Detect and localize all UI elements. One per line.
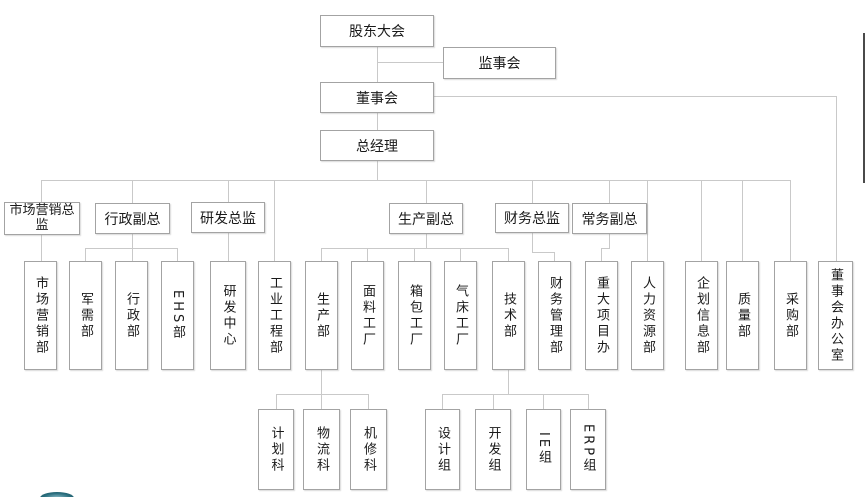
org-node-production-dept: 生产部 xyxy=(305,261,338,370)
connector-line xyxy=(85,248,86,261)
connector-line xyxy=(442,394,443,409)
org-node-ie-group: IE组 xyxy=(526,409,561,490)
connector-line xyxy=(609,234,610,248)
connector-line xyxy=(132,180,133,203)
connector-line xyxy=(442,394,588,395)
org-node-industrial-eng-dept: 工业工程部 xyxy=(258,261,291,370)
org-node-quality-dept: 质量部 xyxy=(726,261,759,370)
connector-line xyxy=(177,248,178,261)
connector-line xyxy=(493,394,494,409)
org-node-major-projects-office: 重大项目办 xyxy=(585,261,618,370)
connector-line xyxy=(85,248,177,249)
connector-line xyxy=(377,161,378,180)
org-node-airbed-factory: 气床工厂 xyxy=(444,261,477,370)
connector-line xyxy=(601,248,602,261)
org-node-ehs-dept: EHS部 xyxy=(161,261,194,370)
org-node-logistics-section: 物流科 xyxy=(303,409,340,490)
org-node-erp-group: ERP组 xyxy=(570,409,606,490)
org-node-executive-vp: 常务副总 xyxy=(572,203,647,234)
org-node-marketing-dept: 市场营销部 xyxy=(24,261,57,370)
connector-line xyxy=(543,394,544,409)
connector-line xyxy=(508,370,509,394)
connector-line xyxy=(377,47,378,82)
org-node-board-office: 董事会办公室 xyxy=(818,261,853,370)
org-node-purchasing-dept: 采购部 xyxy=(774,261,807,370)
org-node-admin-dept: 行政部 xyxy=(115,261,148,370)
connector-line xyxy=(377,62,443,63)
connector-line xyxy=(532,233,533,252)
org-node-general-manager: 总经理 xyxy=(320,130,434,161)
org-node-supervisory: 监事会 xyxy=(443,47,556,79)
connector-line xyxy=(414,248,415,261)
org-node-dev-group: 开发组 xyxy=(475,409,511,490)
connector-line xyxy=(228,233,229,261)
connector-line xyxy=(742,180,743,261)
connector-line xyxy=(554,252,555,261)
org-node-rd-director: 研发总监 xyxy=(191,202,265,233)
connector-line xyxy=(228,180,229,202)
connector-line xyxy=(321,248,322,261)
org-node-finance-director: 财务总监 xyxy=(495,203,569,233)
connector-line xyxy=(532,180,533,203)
connector-line xyxy=(41,180,42,202)
connector-line xyxy=(377,113,378,130)
org-node-marketing-director: 市场营销总监 xyxy=(4,202,80,235)
connector-line xyxy=(508,248,509,261)
connector-line xyxy=(368,394,369,409)
connector-line xyxy=(41,180,791,181)
org-node-production-vp: 生产副总 xyxy=(389,203,463,234)
clipped-border-line xyxy=(863,33,865,183)
org-node-fabric-factory: 面料工厂 xyxy=(351,261,384,370)
connector-line xyxy=(321,370,322,394)
connector-line xyxy=(426,234,427,248)
org-node-planning-info-dept: 企划信息部 xyxy=(685,261,718,370)
connector-line xyxy=(367,248,368,261)
org-node-board: 董事会 xyxy=(320,82,434,113)
connector-line xyxy=(426,180,427,203)
connector-line xyxy=(588,394,589,409)
connector-line xyxy=(434,96,836,97)
org-node-luggage-factory: 箱包工厂 xyxy=(398,261,431,370)
connector-line xyxy=(836,96,837,261)
org-node-rd-center: 研发中心 xyxy=(210,261,246,370)
connector-line xyxy=(276,394,277,409)
connector-line xyxy=(701,180,702,261)
org-node-admin-vp: 行政副总 xyxy=(95,203,170,234)
org-node-military-dept: 军需部 xyxy=(69,261,102,370)
connector-line xyxy=(609,180,610,203)
connector-line xyxy=(790,180,791,261)
connector-line xyxy=(647,180,648,261)
org-node-planning-section: 计划科 xyxy=(258,409,294,490)
connector-line xyxy=(41,235,42,261)
connector-line xyxy=(460,248,461,261)
connector-line xyxy=(321,394,322,409)
org-node-design-group: 设计组 xyxy=(425,409,460,490)
watermark-logo xyxy=(40,492,74,497)
connector-line xyxy=(274,180,275,261)
org-node-machine-repair-section: 机修科 xyxy=(350,409,387,490)
connector-line xyxy=(276,394,368,395)
connector-line xyxy=(532,252,554,253)
org-node-finance-mgmt-dept: 财务管理部 xyxy=(538,261,571,370)
org-node-tech-dept: 技术部 xyxy=(492,261,525,370)
connector-line xyxy=(132,234,133,261)
org-node-hr-dept: 人力资源部 xyxy=(631,261,664,370)
connector-line xyxy=(601,248,610,249)
org-node-shareholders: 股东大会 xyxy=(320,15,434,47)
